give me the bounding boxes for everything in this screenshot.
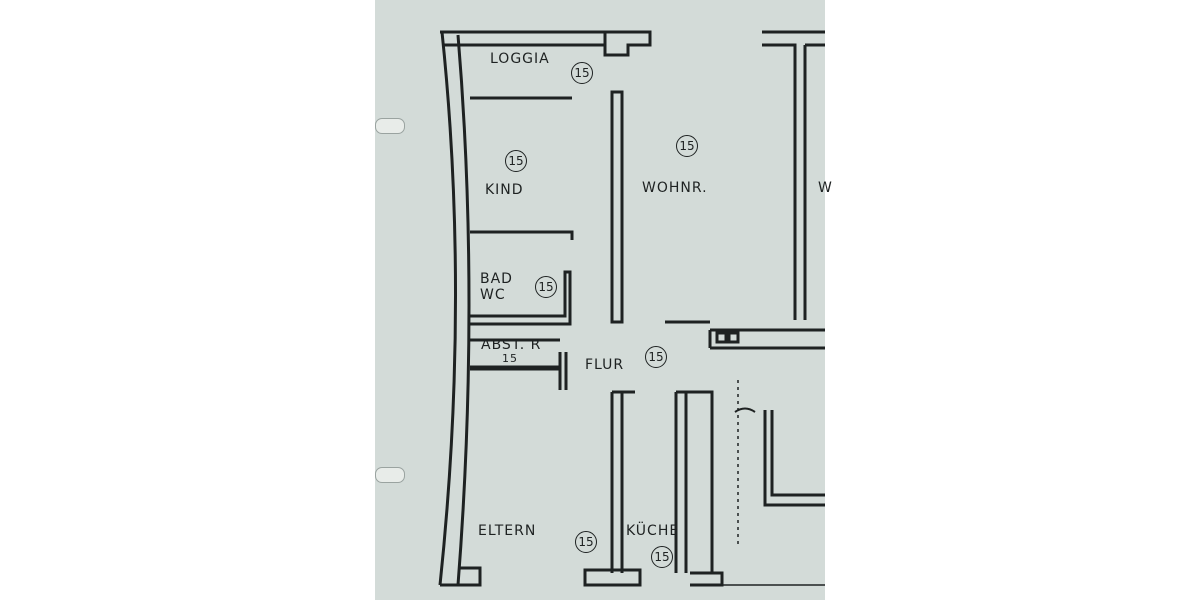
room-number: 15: [676, 135, 698, 157]
room-number: 15: [505, 150, 527, 172]
room-number: 15: [645, 346, 667, 368]
room-label: ELTERN: [478, 523, 537, 539]
room-label: WOHNR.: [642, 180, 708, 196]
room-number: 15: [535, 276, 557, 298]
room-label: FLUR: [585, 357, 625, 373]
room-number: 15: [575, 531, 597, 553]
room-label: BAD: [480, 271, 513, 287]
room-number: 15: [571, 62, 593, 84]
binder-ring: [375, 118, 405, 134]
room-label: LOGGIA: [490, 51, 550, 67]
room-label: WC: [480, 287, 506, 303]
floor-plan-paper: [375, 0, 825, 600]
room-label: KÜCHE: [626, 523, 680, 539]
binder-ring: [375, 467, 405, 483]
room-label-partial: W: [818, 180, 833, 196]
room-number: 15: [651, 546, 673, 568]
room-number: 15: [502, 352, 518, 365]
room-label: KIND: [485, 182, 524, 198]
room-label: ABST. R: [481, 337, 542, 353]
